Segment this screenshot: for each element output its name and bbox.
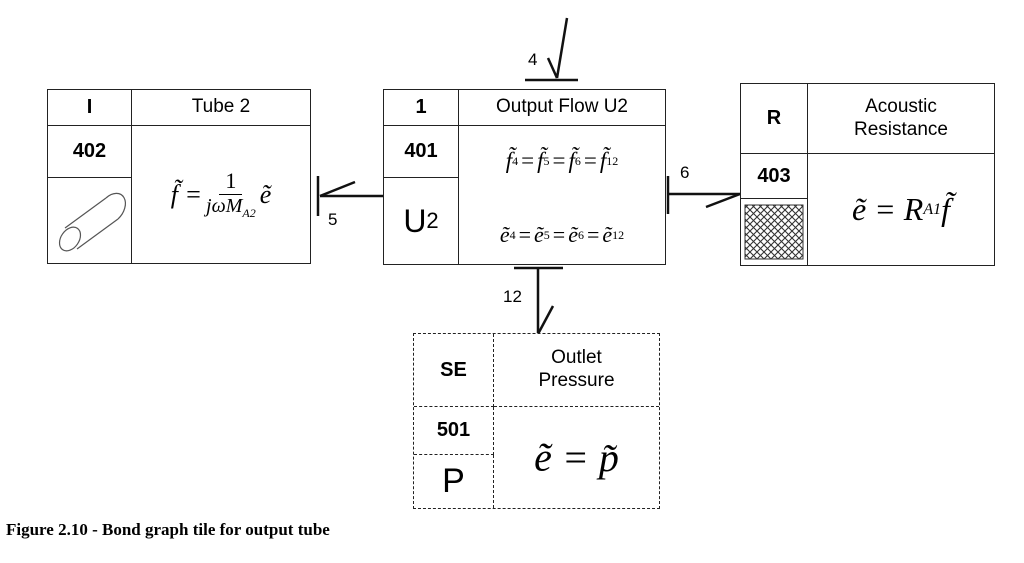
bond-12 — [514, 266, 563, 335]
resistance-title: Acoustic Resistance — [808, 84, 994, 154]
resistance-icon — [741, 199, 808, 265]
bond-5-label: 5 — [328, 210, 338, 229]
effort-symbol: ẽ — [602, 222, 613, 247]
flow-symbol: f̃ — [537, 148, 544, 173]
tube-eq-den: jωM — [206, 195, 243, 217]
effort-sub: 4 — [509, 227, 516, 242]
resistance-id: 403 — [741, 154, 808, 199]
crosshatch-icon — [744, 204, 804, 260]
tube-eq-num: 1 — [219, 168, 243, 195]
junction-id: 401 — [384, 126, 459, 178]
flow-sub: 12 — [606, 153, 619, 168]
tube-id: 402 — [48, 126, 132, 178]
source-type: SE — [414, 334, 494, 407]
tube-tile: I Tube 2 402 f̃ = 1 jωMA2 ẽ — [47, 89, 311, 264]
cylinder-icon — [58, 192, 126, 251]
junction-title: Output Flow U2 — [459, 90, 665, 126]
resistance-eq-rhs: f̃ — [941, 191, 950, 227]
tube-eq-fraction: 1 jωMA2 — [206, 168, 256, 221]
effort-sub: 6 — [577, 227, 584, 242]
source-id: 501 — [414, 407, 494, 455]
flow-symbol: f̃ — [599, 148, 607, 173]
flow-sub: 4 — [512, 153, 519, 168]
source-title: Outlet Pressure — [494, 334, 659, 407]
tube-type: I — [48, 90, 132, 126]
flow-sub: 6 — [574, 153, 581, 168]
bond-4 — [525, 17, 578, 82]
tube-eq-rhs: ẽ — [259, 179, 272, 209]
resistance-eq-sub: A1 — [923, 200, 942, 218]
flow-symbol: f̃ — [568, 148, 575, 173]
effort-sub: 5 — [543, 227, 550, 242]
flow-symbol: f̃ — [505, 148, 513, 173]
tube-eq-den-sub: A2 — [242, 206, 256, 220]
tube-title: Tube 2 — [132, 90, 310, 126]
resistance-eq-lhs: ẽ = R — [851, 191, 924, 227]
effort-symbol: ẽ — [568, 222, 578, 247]
tube-eq-lhs: f̃ = — [170, 179, 203, 209]
junction-flow-equation: f̃4 = f̃5 = f̃6 = f̃12 — [505, 148, 619, 173]
effort-symbol: ẽ — [534, 222, 544, 247]
junction-type: 1 — [384, 90, 459, 126]
bond-5 — [316, 176, 383, 216]
junction-symbol-main: U — [403, 202, 427, 239]
flow-sub: 5 — [543, 153, 550, 168]
bond-6 — [666, 176, 741, 214]
effort-sub: 12 — [612, 227, 625, 242]
bond-12-label: 12 — [503, 287, 522, 306]
source-symbol: P — [414, 455, 494, 508]
resistance-type: R — [741, 84, 808, 154]
bond-6-label: 6 — [680, 163, 690, 182]
tube-icon — [48, 178, 132, 263]
effort-symbol: ẽ — [499, 222, 510, 247]
source-equation: ẽ = p̃ — [534, 435, 619, 480]
bond-4-label: 4 — [528, 50, 538, 69]
figure-caption: Figure 2.10 - Bond graph tile for output… — [6, 520, 330, 539]
junction-symbol-sub: 2 — [426, 208, 439, 233]
tube-equation: f̃ = 1 jωMA2 ẽ — [132, 126, 310, 263]
source-tile: SE Outlet Pressure 501 P ẽ = p̃ — [413, 333, 660, 509]
